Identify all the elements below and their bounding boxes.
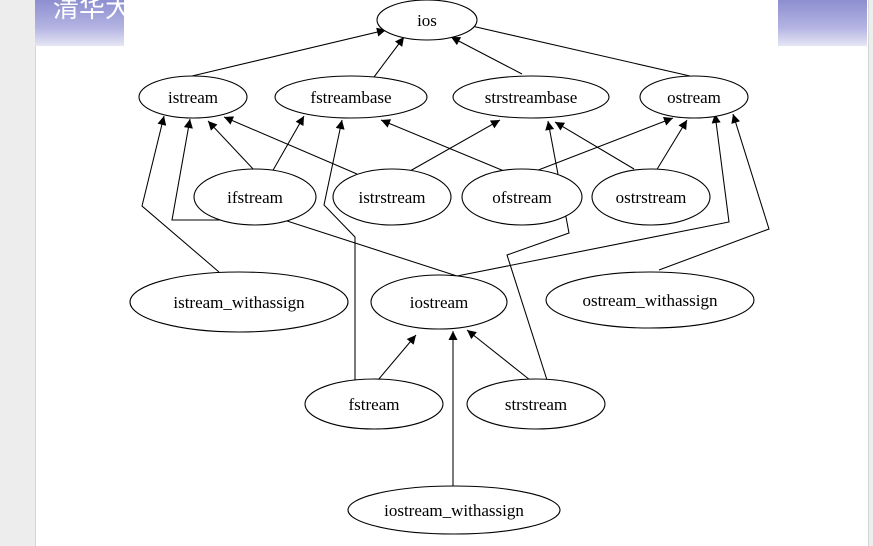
node-layer: ios istream fstreambase strstreambase ostrea… — [129, 0, 755, 535]
edge-layer — [141, 21, 770, 487]
edge-ifstream-to-istream — [207, 120, 256, 172]
node-ostream_withassign: ostream_withassign — [545, 271, 755, 329]
node-ellipse — [452, 75, 610, 119]
node-istream_withassign: istream_withassign — [129, 271, 349, 333]
node-ellipse — [466, 378, 606, 430]
edge-iostream-to-ostream — [456, 113, 730, 277]
edge-fstream-to-fstreambase — [323, 119, 356, 380]
node-ostrstream: ostrstream — [591, 168, 711, 226]
node-label: ifstream — [227, 188, 283, 207]
node-ellipse — [129, 271, 349, 333]
node-istrstream: istrstream — [332, 168, 452, 226]
node-iostream: iostream — [370, 274, 508, 330]
node-ellipse — [304, 378, 444, 430]
node-label: ostream_withassign — [582, 291, 718, 310]
inheritance-diagram: ios istream fstreambase strstreambase ostrea… — [129, 0, 770, 535]
node-label: ostream — [667, 88, 721, 107]
node-istream: istream — [138, 75, 248, 119]
edge-strstreambase-to-ios — [450, 36, 523, 75]
node-label: istream_withassign — [173, 293, 305, 312]
node-ostream: ostream — [639, 75, 749, 119]
slide-title: 清华大 — [53, 0, 132, 24]
node-fstream: fstream — [304, 378, 444, 430]
edge-strstream-to-strstreambase — [506, 120, 570, 381]
node-label: iostream_withassign — [384, 501, 524, 520]
node-ellipse — [347, 485, 561, 535]
node-label: istream — [168, 88, 218, 107]
node-label: ostrstream — [616, 188, 687, 207]
node-label: iostream — [410, 293, 469, 312]
node-ellipse — [591, 168, 711, 226]
node-ellipse — [545, 271, 755, 329]
node-ellipse — [332, 168, 452, 226]
node-ofstream: ofstream — [461, 168, 583, 226]
node-label: strstream — [505, 395, 567, 414]
node-label: ios — [417, 11, 437, 30]
node-strstream: strstream — [466, 378, 606, 430]
edge-istream-to-ios — [191, 27, 387, 77]
node-ellipse — [461, 168, 583, 226]
edge-ostrstream-to-strstreambase — [554, 121, 635, 170]
edge-ofstream-to-fstreambase — [380, 119, 505, 172]
node-label: fstreambase — [310, 88, 391, 107]
edge-ostream-to-ios — [462, 21, 691, 77]
edge-fstreambase-to-ios — [373, 36, 405, 78]
node-ellipse — [639, 75, 749, 119]
class-hierarchy-figure: ios istream fstreambase strstreambase ostrea… — [124, 0, 778, 546]
node-label: istrstream — [358, 188, 425, 207]
node-ellipse — [193, 168, 317, 226]
node-ellipse — [370, 274, 508, 330]
node-label: fstream — [349, 395, 400, 414]
node-ellipse — [274, 75, 428, 119]
node-ifstream: ifstream — [193, 168, 317, 226]
node-strstreambase: strstreambase — [452, 75, 610, 119]
node-ellipse — [138, 75, 248, 119]
node-ios: ios — [376, 0, 478, 41]
edge-istrstream-to-strstreambase — [409, 119, 501, 172]
edge-istrstream-to-istream — [223, 116, 358, 175]
node-label: strstreambase — [485, 88, 578, 107]
node-iostream_withassign: iostream_withassign — [347, 485, 561, 535]
node-label: ofstream — [492, 188, 551, 207]
node-fstreambase: fstreambase — [274, 75, 428, 119]
edge-fstream-to-iostream — [377, 334, 417, 381]
node-ellipse — [376, 0, 478, 41]
edge-strstream-to-iostream — [466, 329, 531, 381]
edge-ostrstream-to-ostream — [655, 119, 688, 172]
edge-istream_withassign-to-istream — [141, 115, 220, 273]
edge-ofstream-to-ostream — [527, 117, 674, 175]
edge-ostream_withassign-to-ostream — [658, 113, 770, 271]
